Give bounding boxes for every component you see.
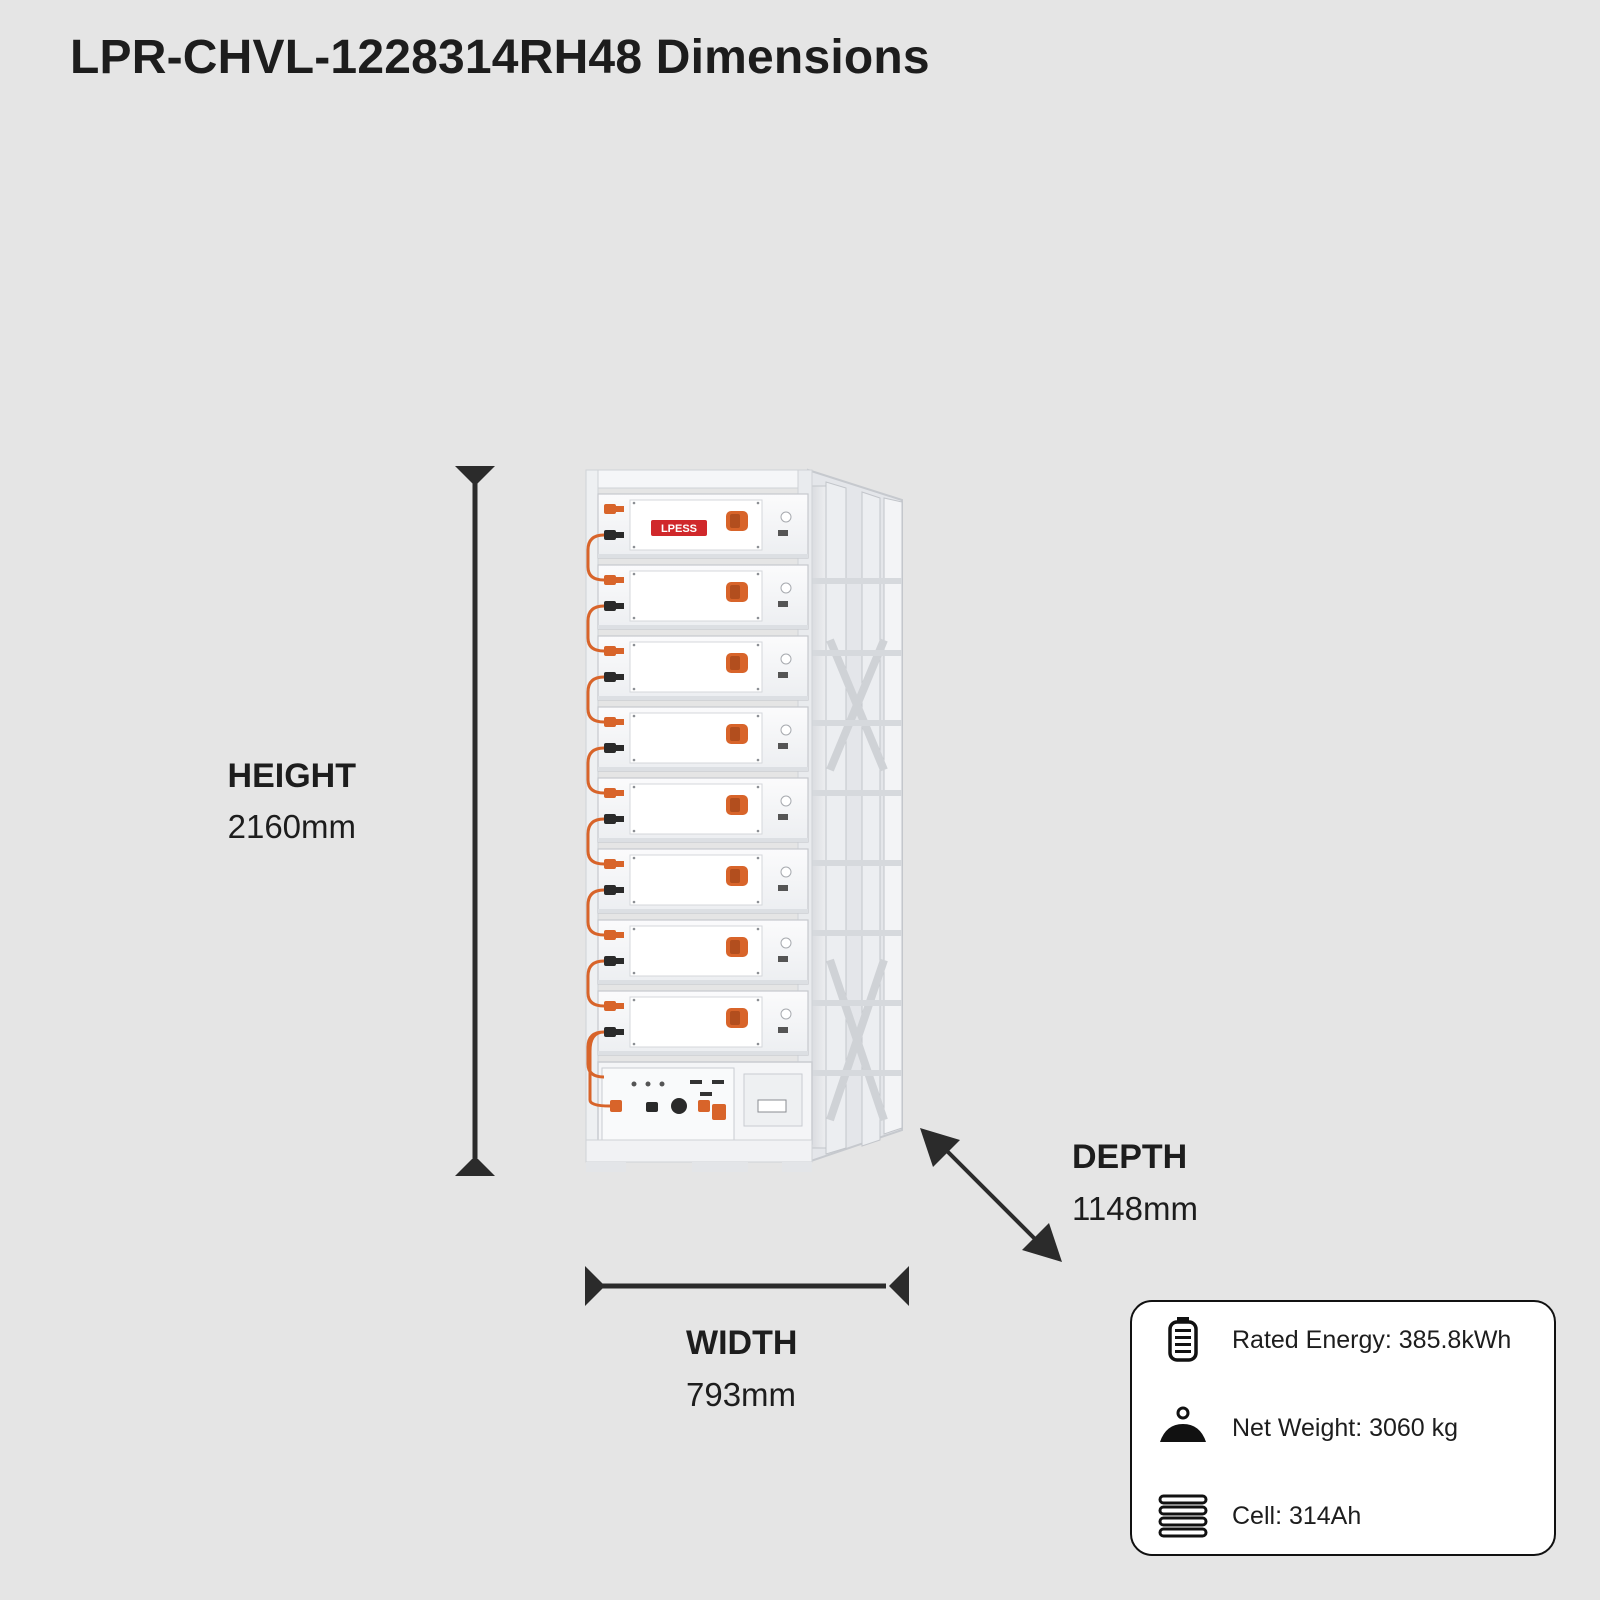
svg-text:LPESS: LPESS	[661, 523, 697, 535]
battery-icon	[1168, 1317, 1198, 1362]
battery-module: LPESS	[597, 493, 809, 559]
height-label: HEIGHT	[227, 757, 356, 795]
spec-row-cell: Cell: 314Ah	[1132, 1484, 1554, 1544]
battery-module	[597, 990, 809, 1056]
battery-module	[597, 919, 809, 985]
width-label: WIDTH	[686, 1324, 798, 1362]
cell-stack-icon	[1158, 1494, 1208, 1538]
spec-cell: Cell: 314Ah	[1232, 1502, 1362, 1530]
spec-rated-energy: Rated Energy: 385.8kWh	[1232, 1326, 1512, 1354]
battery-module	[597, 564, 809, 630]
depth-dimension-arrow	[920, 1128, 1062, 1262]
depth-label: DEPTH	[1072, 1138, 1188, 1176]
width-dimension-arrow	[585, 1266, 909, 1306]
spec-row-rated-energy: Rated Energy: 385.8kWh	[1132, 1308, 1554, 1368]
spec-row-net-weight: Net Weight: 3060 kg	[1132, 1396, 1554, 1456]
brand-logo: LPESS	[651, 520, 707, 536]
page-title: LPR-CHVL-1228314RH48 Dimensions	[70, 31, 930, 84]
battery-module	[597, 635, 809, 701]
height-value: 2160mm	[227, 808, 356, 845]
depth-value: 1148mm	[1072, 1190, 1198, 1227]
battery-module	[597, 706, 809, 772]
battery-module	[597, 777, 809, 843]
battery-module	[597, 848, 809, 914]
weight-icon	[1160, 1406, 1206, 1442]
height-dimension-arrow	[455, 466, 495, 1176]
battery-cabinet: LPESS	[585, 468, 903, 1172]
width-value: 793mm	[686, 1376, 797, 1413]
spec-card: Rated Energy: 385.8kWh Net Weight: 3060 …	[1130, 1300, 1556, 1556]
spec-net-weight: Net Weight: 3060 kg	[1232, 1414, 1459, 1442]
